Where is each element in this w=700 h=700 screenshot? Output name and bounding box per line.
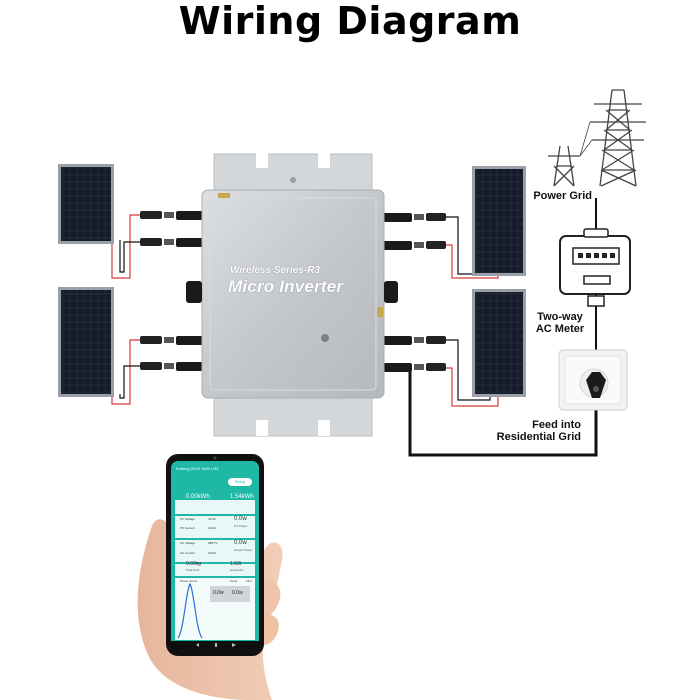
app-ac-current-label: AC Current	[180, 551, 196, 555]
app-stat-a: 0.0w	[213, 590, 224, 596]
app-ac-voltage: 288.7V	[208, 541, 218, 545]
app-output-power: 0.0w	[234, 540, 247, 546]
app-pv-power: 0.0w	[234, 516, 247, 522]
micro-inverter	[186, 152, 398, 437]
app-pv-power-label: PV Power	[234, 524, 248, 528]
app-total-co2: 0.00kg	[186, 561, 202, 567]
meter-label-line2: AC Meter	[535, 323, 585, 335]
app-power-curve-label: Power Curve	[180, 579, 198, 583]
ac-meter	[559, 228, 631, 307]
app-setup-button[interactable]: Setup	[228, 478, 252, 486]
diagram-title: Wiring Diagram	[178, 0, 522, 43]
wall-socket	[558, 349, 628, 411]
mc4-connectors-left	[140, 211, 206, 371]
transmission-towers	[548, 89, 646, 187]
app-temp: 18.2	[246, 579, 252, 583]
app-pv-voltage-label: PV Voltage	[180, 517, 195, 521]
solar-panel-bottom-left	[58, 287, 114, 397]
solar-panel-top-left	[58, 164, 114, 244]
feed-label-line2: Residential Grid	[496, 431, 581, 443]
solar-panel-top-right	[472, 166, 526, 276]
power-grid-label: Power Grid	[533, 190, 592, 202]
app-ac-voltage-label: AC Voltage	[180, 541, 196, 545]
app-total-co2-label: Total CO2	[186, 568, 200, 572]
app-total-energy: 1.54kWh	[230, 494, 254, 500]
inverter-series-label: Wireless Series-R3	[230, 265, 320, 276]
app-pv-voltage: 43.9V	[208, 517, 216, 521]
app-emissions: 1.53t	[230, 561, 242, 567]
app-daily-energy: 0.00kWh	[186, 494, 210, 500]
app-daily-energy-label: Daily Energy	[186, 502, 204, 506]
app-pv-current-label: PV Current	[180, 526, 195, 530]
app-stat-b: 0.0w	[232, 590, 243, 596]
meter-label-line1: Two-way	[537, 311, 583, 323]
inverter-name-label: Micro Inverter	[228, 277, 344, 296]
solar-panel-bottom-right	[472, 289, 526, 397]
app-total-energy-label: Total Energy	[230, 502, 247, 506]
app-ac-current: 0.00A	[208, 551, 216, 555]
app-emissions-label: Emissions	[230, 568, 244, 572]
app-temp-label: Temp	[230, 579, 238, 583]
panel-wires	[111, 214, 499, 407]
mc4-connectors-right	[382, 213, 446, 372]
feed-label-line1: Feed into	[532, 419, 581, 431]
app-title: Kaifeng WCS 1600 LR4	[176, 466, 219, 471]
app-pv-current: 0.00A	[208, 526, 216, 530]
app-output-power-label: Output Power	[234, 548, 253, 552]
smartphone	[166, 454, 264, 656]
